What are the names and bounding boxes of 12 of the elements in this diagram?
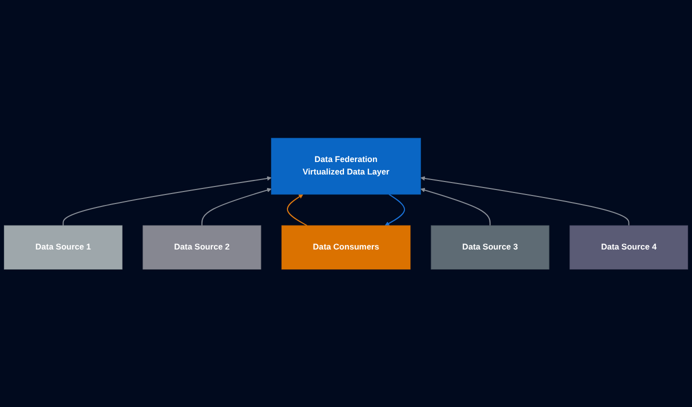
arrow (286, 194, 308, 226)
node-box: Data Federation Virtualized Data Layer (271, 138, 421, 194)
arrow (201, 188, 272, 226)
node-box: Data Source 4 (570, 225, 688, 270)
arrow (384, 194, 406, 226)
node-box: Data Source 3 (430, 225, 550, 270)
arrow (62, 176, 272, 226)
arrow (420, 176, 630, 226)
node-box: Data Source 2 (142, 225, 262, 270)
node-box: Data Source 1 (4, 225, 122, 270)
arrow (420, 188, 491, 226)
node-box: Data Consumers (281, 225, 411, 270)
